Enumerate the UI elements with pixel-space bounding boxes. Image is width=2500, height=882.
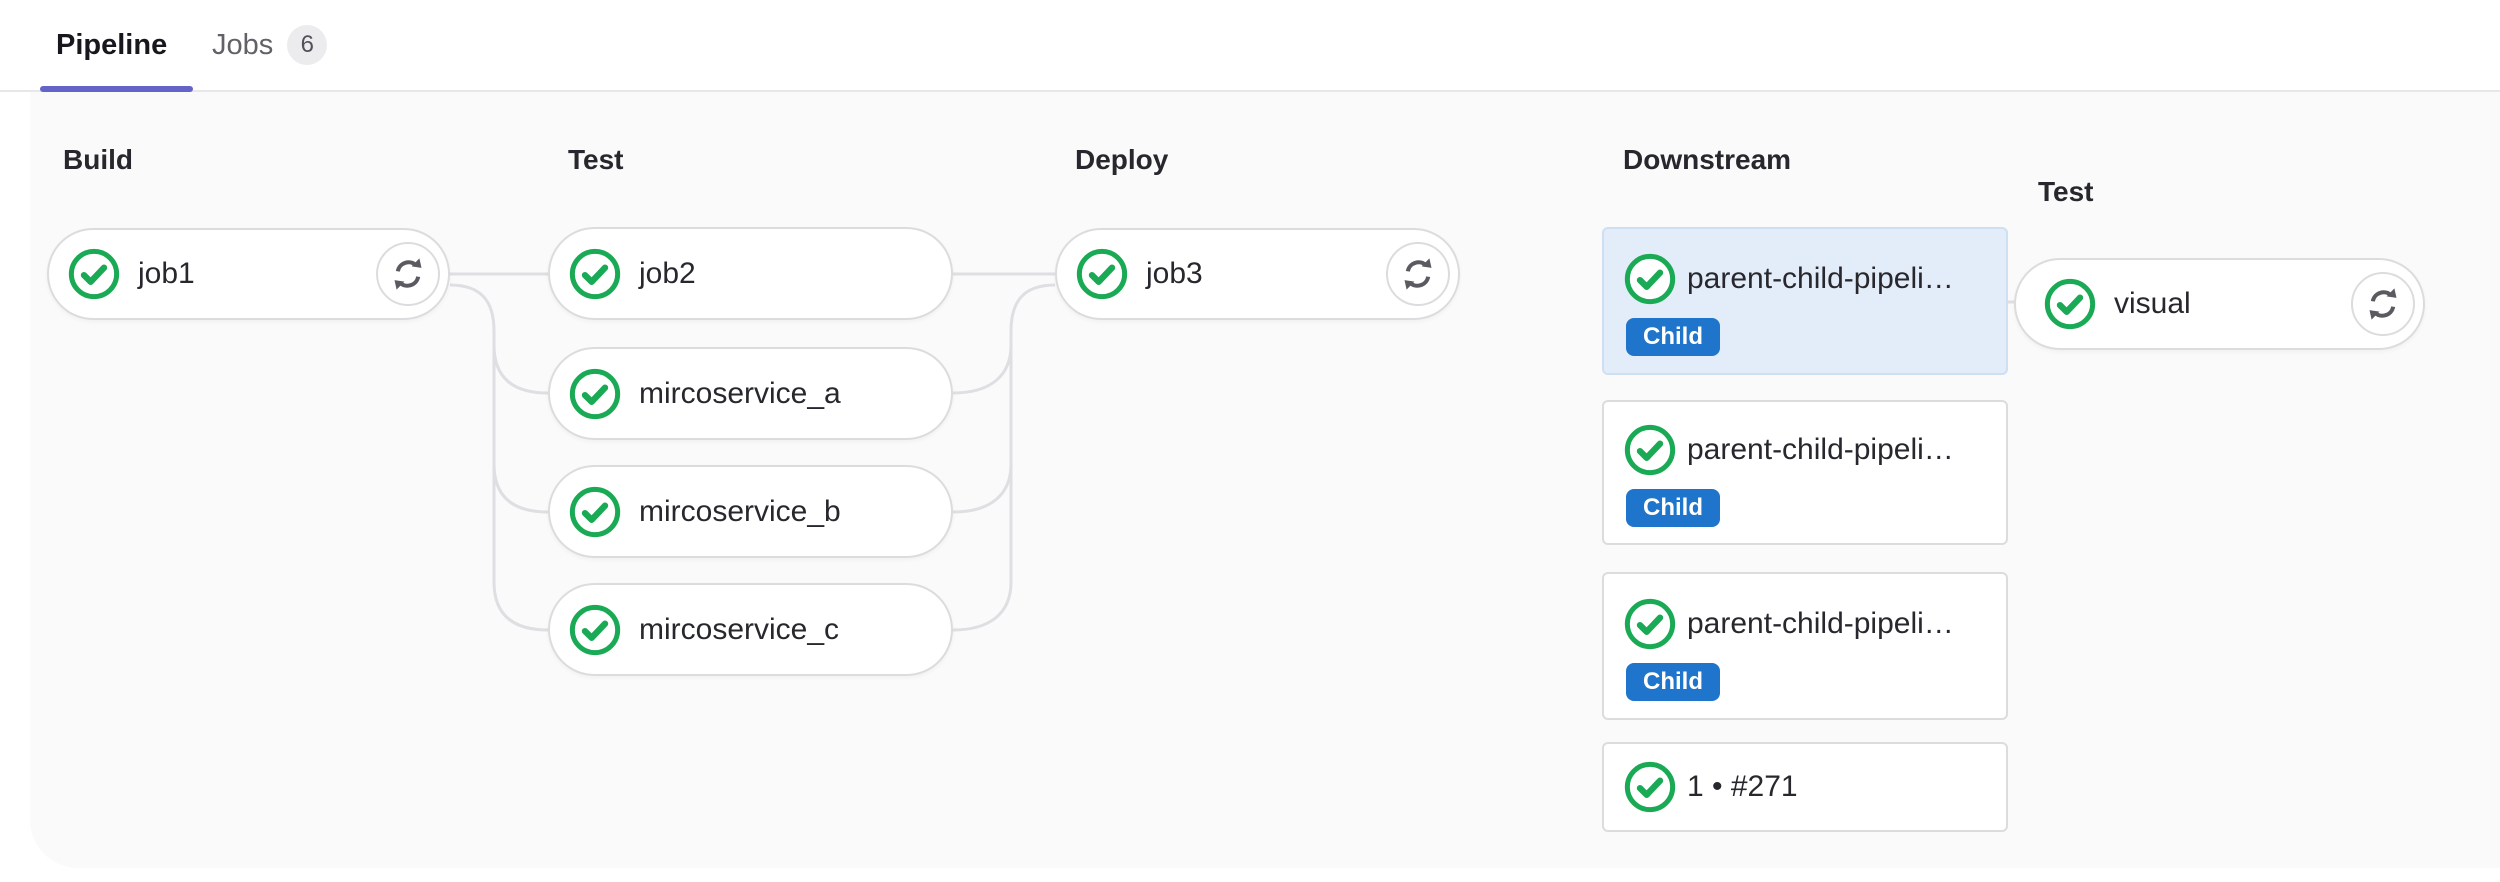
status-passed-icon (1624, 598, 1676, 650)
downstream-card-row: 1 • #271 (1624, 761, 2006, 813)
job-name: mircoservice_a (639, 376, 841, 410)
tab-pipeline[interactable]: Pipeline (40, 0, 183, 90)
status-passed-icon (569, 368, 621, 420)
downstream-pipeline-card[interactable]: parent-child-pipeli… Child (1602, 572, 2008, 720)
status-passed-icon (1624, 424, 1676, 476)
downstream-card-row: parent-child-pipeli… (1624, 424, 2006, 476)
child-pipeline-badge: Child (1626, 663, 1720, 701)
pipeline-graph-area (30, 92, 2500, 868)
job-pill-mircoservice-a[interactable]: mircoservice_a (548, 347, 953, 440)
job-pill-mircoservice-b[interactable]: mircoservice_b (548, 465, 953, 558)
stage-title-downstream: Downstream (1623, 144, 1792, 175)
downstream-pipeline-card[interactable]: 1 • #271 (1602, 742, 2008, 832)
job-pill-job3[interactable]: job3 (1055, 228, 1460, 320)
retry-icon (390, 256, 426, 292)
jobs-count-badge: 6 (287, 25, 328, 65)
status-passed-icon (1624, 253, 1676, 305)
job-pill-visual[interactable]: visual (2014, 258, 2425, 350)
pipeline-tabs: Pipeline Jobs 6 (0, 0, 2500, 92)
retry-icon (2365, 286, 2401, 322)
status-passed-icon (569, 248, 621, 300)
tab-jobs-label: Jobs (212, 28, 274, 61)
child-pipeline-badge: Child (1626, 318, 1720, 356)
status-passed-icon (1624, 761, 1676, 813)
downstream-pipeline-name: parent-child-pipeli… (1687, 607, 1954, 640)
status-passed-icon (68, 248, 120, 300)
job-name: job2 (639, 256, 696, 290)
retry-job-button[interactable] (1386, 242, 1450, 306)
downstream-pipeline-card[interactable]: parent-child-pipeli… Child (1602, 227, 2008, 375)
status-passed-icon (1076, 248, 1128, 300)
status-passed-icon (2044, 278, 2096, 330)
downstream-card-row: parent-child-pipeli… (1624, 253, 2006, 305)
retry-job-button[interactable] (2351, 272, 2415, 336)
stage-title-test: Test (568, 144, 624, 175)
downstream-card-row: parent-child-pipeli… (1624, 598, 2006, 650)
downstream-pipeline-name: 1 • #271 (1687, 770, 1798, 803)
tab-pipeline-label: Pipeline (56, 28, 168, 61)
job-pill-job1[interactable]: job1 (47, 228, 450, 320)
retry-job-button[interactable] (376, 242, 440, 306)
active-tab-indicator (40, 86, 193, 92)
job-pill-mircoservice-c[interactable]: mircoservice_c (548, 583, 953, 676)
job-name: mircoservice_c (639, 612, 840, 646)
tab-jobs[interactable]: Jobs 6 (196, 0, 343, 90)
status-passed-icon (569, 486, 621, 538)
status-passed-icon (569, 604, 621, 656)
job-pill-job2[interactable]: job2 (548, 227, 953, 320)
stage-title-build: Build (63, 144, 133, 175)
job-name: job3 (1146, 257, 1203, 290)
job-name: job1 (138, 257, 195, 290)
child-pipeline-badge: Child (1626, 489, 1720, 527)
job-name: visual (2114, 287, 2191, 320)
retry-icon (1400, 256, 1436, 292)
downstream-pipeline-card[interactable]: parent-child-pipeli… Child (1602, 400, 2008, 545)
job-name: mircoservice_b (639, 494, 841, 528)
stage-title-deploy: Deploy (1075, 144, 1169, 175)
downstream-pipeline-name: parent-child-pipeli… (1687, 262, 1954, 295)
downstream-pipeline-name: parent-child-pipeli… (1687, 433, 1954, 466)
stage-title-downstream-test: Test (2038, 176, 2094, 207)
